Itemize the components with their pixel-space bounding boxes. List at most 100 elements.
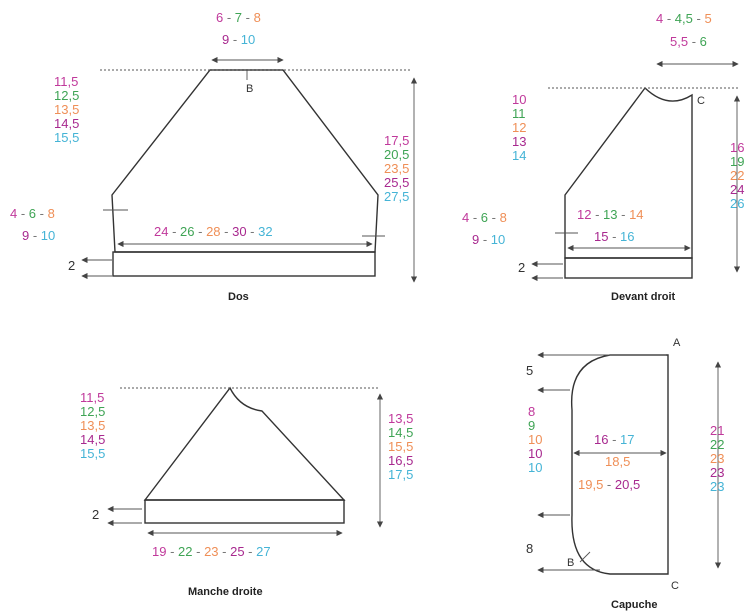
size-value: 24 xyxy=(154,224,168,239)
size-value: 6 xyxy=(481,210,488,225)
size-value: 23,5 xyxy=(384,161,409,176)
capuche-point-a: A xyxy=(673,337,681,349)
devant-point-c: C xyxy=(697,95,705,107)
manche-outline xyxy=(143,386,346,501)
size-value-group: 18,5 xyxy=(605,454,630,469)
dos-side-row2: 9 - 10 xyxy=(22,228,55,243)
size-value: 24 xyxy=(730,182,744,197)
size-value: 28 xyxy=(206,224,220,239)
dos-right-values: 17,520,523,525,527,5 xyxy=(384,133,409,204)
size-value: 16 xyxy=(620,229,634,244)
size-value: 17 xyxy=(620,432,634,447)
manche-right-values: 13,514,515,516,517,5 xyxy=(388,411,413,482)
size-value: 22 xyxy=(710,437,724,452)
separator: - xyxy=(223,10,235,25)
size-value: 19 xyxy=(152,544,166,559)
size-value-group: 19,5 - 20,5 xyxy=(578,477,640,492)
size-value: 13,5 xyxy=(388,411,413,426)
size-value-group: 12 - 13 - 14 xyxy=(577,207,644,222)
size-value: 8 xyxy=(500,210,507,225)
size-value: 13,5 xyxy=(54,102,79,117)
size-value-group: 5,5 - 6 xyxy=(670,34,707,49)
size-value: 25 xyxy=(230,544,244,559)
dos-rib-band xyxy=(112,251,376,277)
capuche-point-b: B xyxy=(567,557,574,569)
separator: - xyxy=(229,32,241,47)
size-value: 15 xyxy=(594,229,608,244)
size-value: 8 xyxy=(254,10,261,25)
dos-side-row1: 4 - 6 - 8 xyxy=(10,206,55,221)
size-value: 15,5 xyxy=(80,446,105,461)
separator: - xyxy=(36,206,48,221)
size-value: 15,5 xyxy=(54,130,79,145)
size-value: 14 xyxy=(629,207,643,222)
separator: - xyxy=(479,232,491,247)
size-value: 10 xyxy=(41,228,55,243)
size-value: 14 xyxy=(512,148,526,163)
size-value-group: 6 - 7 - 8 xyxy=(216,10,261,25)
size-value: 6 xyxy=(700,34,707,49)
size-value: 6 xyxy=(29,206,36,221)
size-value: 11,5 xyxy=(80,390,104,405)
size-value: 30 xyxy=(232,224,246,239)
dos-top-row1: 6 - 7 - 8 xyxy=(216,10,261,25)
dos-point-b: B xyxy=(246,83,253,95)
manche-left-values: 11,512,513,514,515,5 xyxy=(80,390,105,461)
separator: - xyxy=(591,207,603,222)
size-value-group: 19 - 22 - 23 - 25 - 27 xyxy=(152,544,271,559)
size-value: 22 xyxy=(730,168,744,183)
separator: - xyxy=(618,207,630,222)
size-value: 14,5 xyxy=(80,432,105,447)
dos-left-values: 11,512,513,514,515,5 xyxy=(54,74,79,145)
size-value: 13 xyxy=(512,134,526,149)
dos-width-values: 24 - 26 - 28 - 30 - 32 xyxy=(154,224,273,239)
separator: - xyxy=(193,544,205,559)
size-value-group: 15 - 16 xyxy=(594,229,635,244)
capuche-caption: Capuche xyxy=(611,599,657,611)
size-value: 14,5 xyxy=(388,425,413,440)
separator: - xyxy=(195,224,207,239)
separator: - xyxy=(242,10,254,25)
devant-side-row2: 9 - 10 xyxy=(472,232,505,247)
devant-piece: C Devant droit 2 4 - 4,5 - 5 5,5 - 6 101… xyxy=(462,11,744,303)
separator: - xyxy=(219,544,231,559)
size-value: 10 xyxy=(512,92,526,107)
devant-top-row2: 5,5 - 6 xyxy=(670,34,707,49)
manche-rib-band xyxy=(144,499,345,524)
size-value-group: 24 - 26 - 28 - 30 - 32 xyxy=(154,224,273,239)
separator: - xyxy=(17,206,29,221)
devant-width-row1: 12 - 13 - 14 xyxy=(577,207,644,222)
size-value: 4 xyxy=(656,11,663,26)
dos-caption: Dos xyxy=(228,291,249,303)
size-value: 23 xyxy=(710,451,724,466)
size-value: 4 xyxy=(10,206,17,221)
size-value: 4 xyxy=(462,210,469,225)
separator: - xyxy=(688,34,700,49)
manche-band-label: 2 xyxy=(92,507,99,522)
devant-side-row1: 4 - 6 - 8 xyxy=(462,210,507,225)
size-value: 7 xyxy=(235,10,242,25)
dos-top-row2: 9 - 10 xyxy=(222,32,255,47)
size-value: 18,5 xyxy=(605,454,630,469)
size-value: 9 xyxy=(528,418,535,433)
size-value: 23 xyxy=(204,544,218,559)
manche-piece: Manche droite 2 11,512,513,514,515,5 13,… xyxy=(80,386,413,598)
devant-width-row2: 15 - 16 xyxy=(594,229,635,244)
size-value: 17,5 xyxy=(388,467,413,482)
dos-piece: B Dos 2 6 - 7 - 8 9 - 10 11,512,513,514,… xyxy=(10,10,418,303)
size-value: 13,5 xyxy=(80,418,105,433)
capuche-width-row3: 19,5 - 20,5 xyxy=(578,477,640,492)
size-value: 32 xyxy=(258,224,272,239)
size-value: 11 xyxy=(512,106,526,121)
size-value: 21 xyxy=(710,423,724,438)
size-value: 8 xyxy=(528,404,535,419)
manche-caption: Manche droite xyxy=(188,586,263,598)
size-value: 26 xyxy=(730,196,744,211)
size-value: 6 xyxy=(216,10,223,25)
size-value: 20,5 xyxy=(384,147,409,162)
size-value: 19,5 xyxy=(578,477,603,492)
